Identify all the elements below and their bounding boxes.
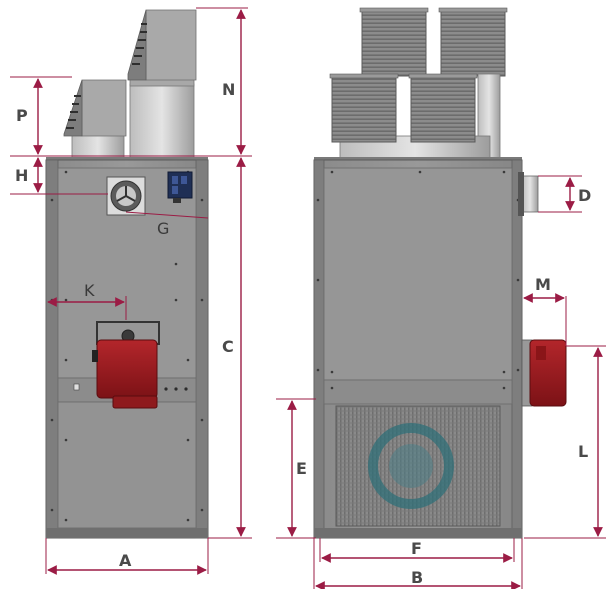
label-p: P (16, 106, 28, 125)
connector-box (167, 171, 193, 203)
front-burner (521, 339, 567, 407)
tall-flue (127, 9, 197, 159)
side-view (45, 9, 209, 539)
label-a: A (119, 551, 132, 570)
side-cabinet (45, 157, 209, 539)
label-g: G (157, 219, 169, 238)
side-outlet (106, 176, 146, 216)
label-h: H (15, 166, 28, 185)
label-k: K (84, 281, 95, 300)
dimension-labels: N P H G K C A D M L E F B (15, 80, 591, 587)
side-duct (518, 172, 539, 216)
front-view (313, 7, 567, 539)
side-burner (92, 321, 160, 409)
label-n: N (222, 80, 235, 99)
label-m: M (535, 275, 551, 294)
label-c: C (222, 337, 234, 356)
top-outlets (329, 7, 508, 159)
dimension-lines (10, 7, 606, 589)
label-l: L (578, 442, 588, 461)
label-d: D (578, 186, 591, 205)
label-f: F (411, 539, 422, 558)
label-e: E (296, 459, 307, 478)
label-b: B (411, 568, 423, 587)
short-flue (63, 79, 127, 159)
front-cabinet (313, 157, 523, 539)
